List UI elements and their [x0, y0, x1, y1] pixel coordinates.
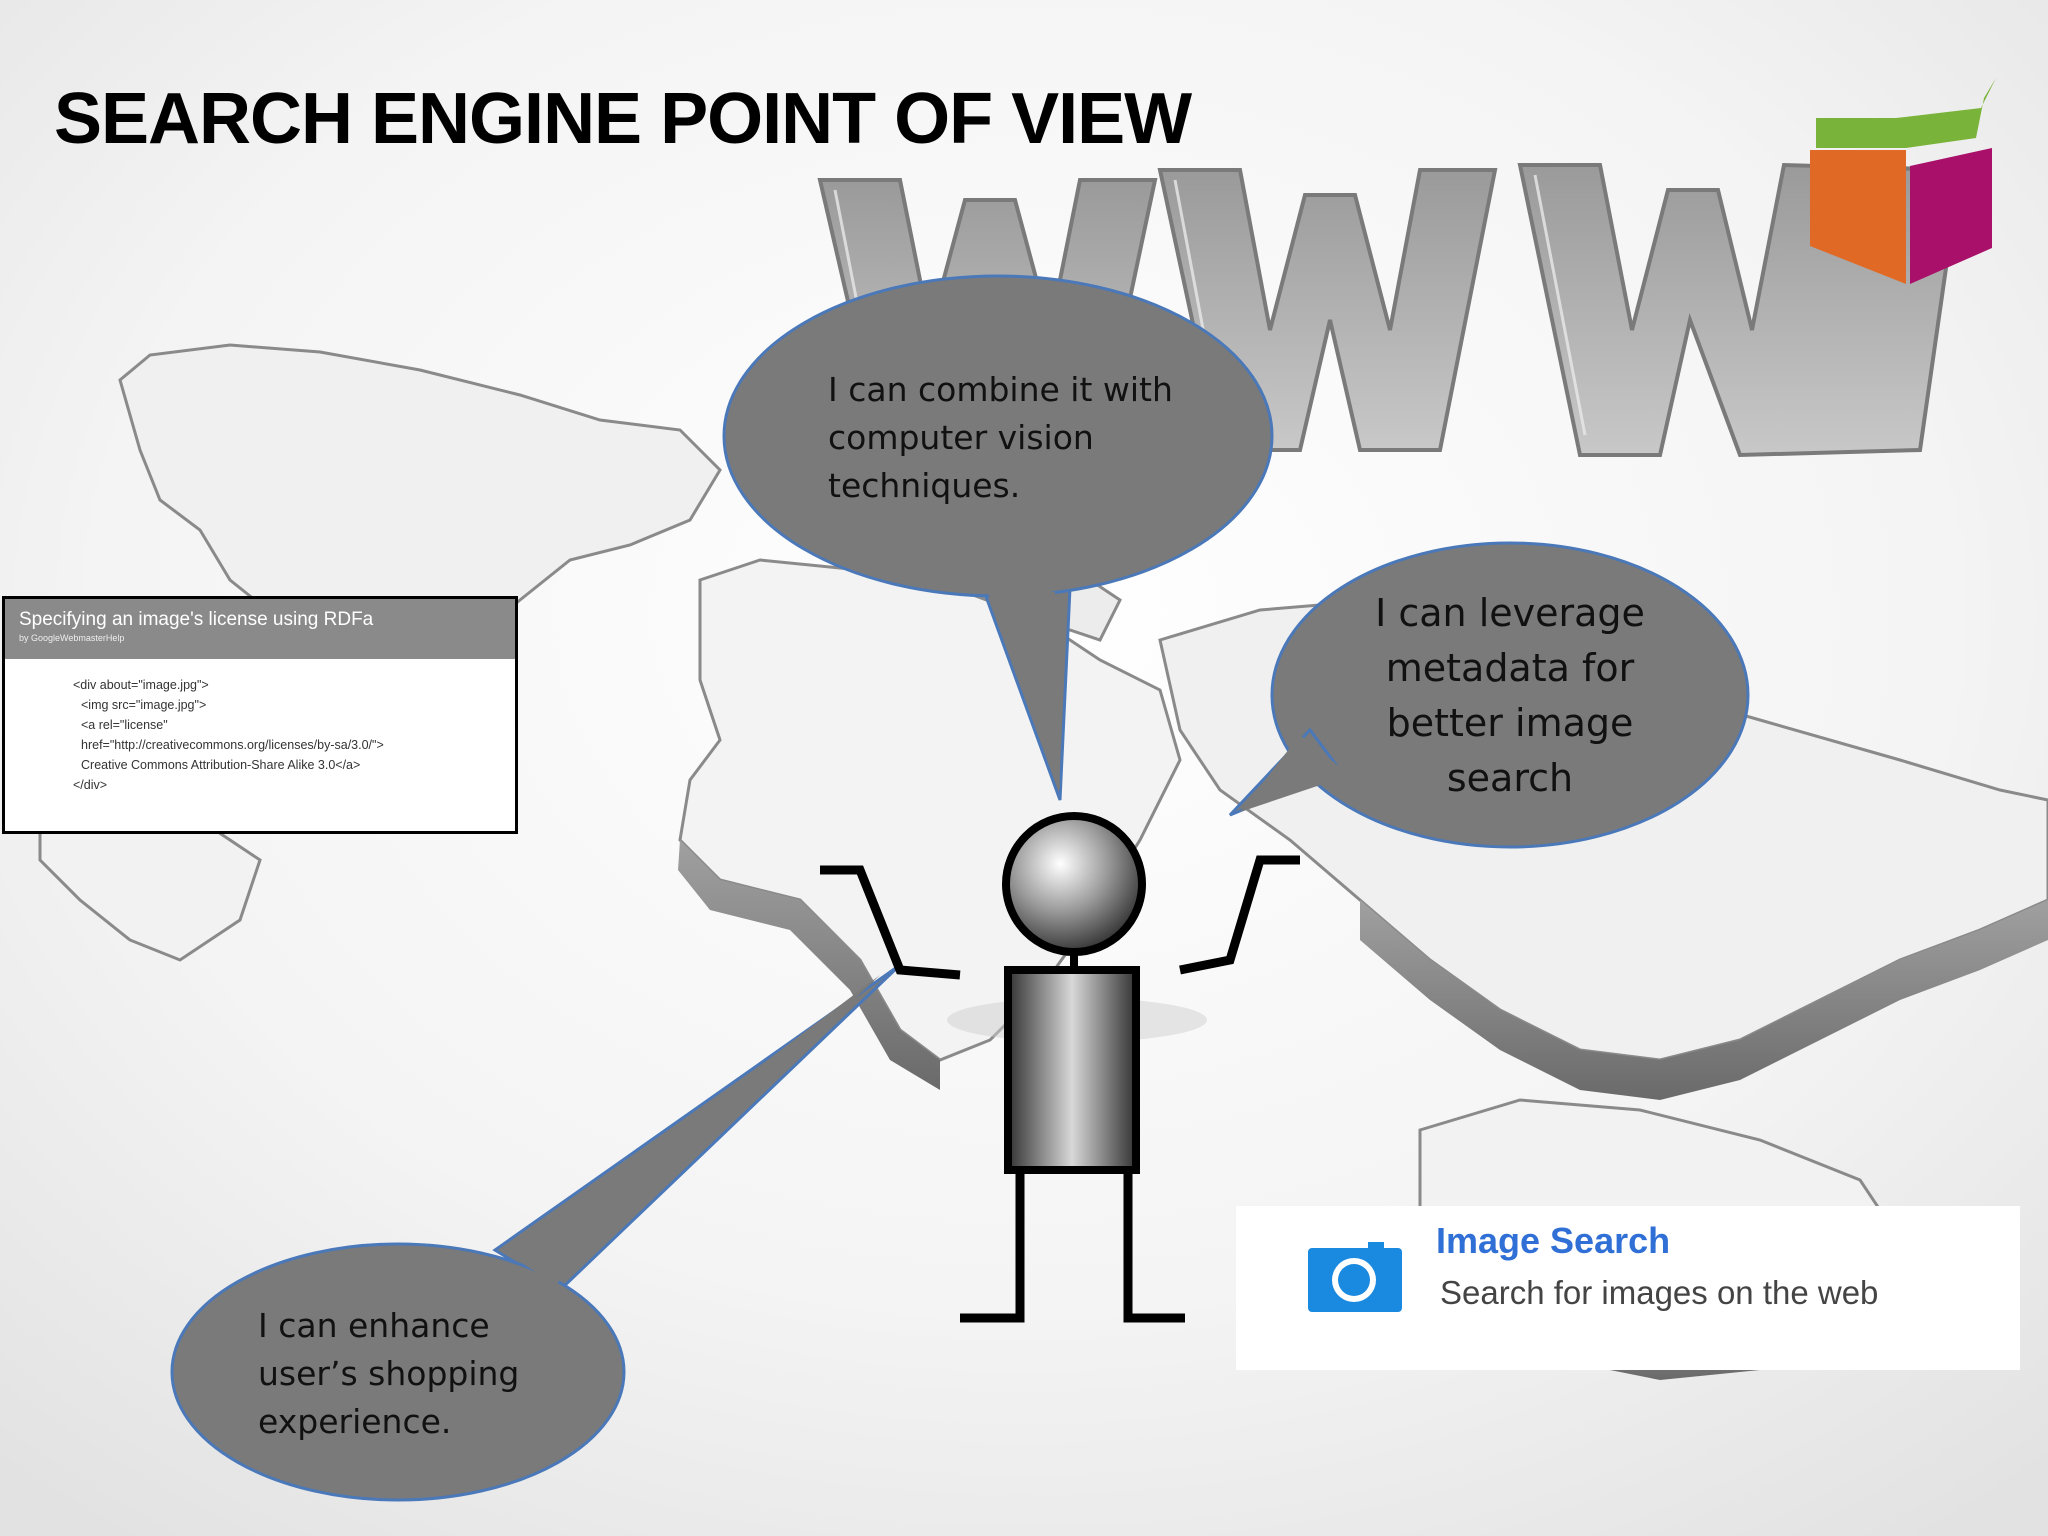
bubble-metadata-line-3: better image [1386, 701, 1634, 745]
rdfa-code-snippet: Specifying an image's license using RDFa… [2, 596, 518, 834]
bubble-metadata-line-4: search [1446, 756, 1574, 800]
code-line: <div about="image.jpg"> [73, 678, 209, 692]
bubble-shopping-line-2: user’s shopping [258, 1354, 520, 1393]
image-search-title[interactable]: Image Search [1436, 1220, 1671, 1261]
bubble-vision-line-3: techniques. [828, 466, 1021, 505]
bubble-metadata-line-1: I can leverage [1375, 591, 1645, 635]
bubble-metadata-shape [1228, 541, 1750, 849]
code-snippet-title: Specifying an image's license using RDFa [19, 609, 374, 630]
stick-figure [820, 812, 1300, 1323]
image-search-subtitle: Search for images on the web [1440, 1274, 1879, 1311]
code-snippet-byline: by GoogleWebmasterHelp [19, 633, 125, 643]
bubble-vision: I can combine it with computer vision te… [828, 366, 1173, 510]
code-line: href="http://creativecommons.org/license… [81, 738, 384, 752]
code-line: <a rel="license" [81, 718, 168, 732]
code-line: <img src="image.jpg"> [81, 698, 207, 712]
bubble-metadata: I can leverage metadata for better image… [1260, 586, 1760, 806]
bubble-shopping-line-1: I can enhance [258, 1306, 490, 1345]
code-line: </div> [73, 778, 108, 792]
bubble-vision-shape [722, 274, 1274, 801]
cube-logo [1810, 78, 1996, 284]
bubble-shopping: I can enhance user’s shopping experience… [258, 1302, 519, 1446]
bubble-shopping-shape [170, 963, 902, 1502]
camera-icon [1308, 1242, 1402, 1312]
code-snippet-header: Specifying an image's license using RDFa… [5, 599, 515, 659]
bubble-metadata-line-2: metadata for [1385, 646, 1635, 690]
code-snippet-body: <div about="image.jpg"> <img src="image.… [5, 659, 515, 795]
slide-title: SEARCH ENGINE POINT OF VIEW [54, 79, 1192, 159]
bubble-shopping-line-3: experience. [258, 1402, 452, 1441]
bubble-vision-line-1: I can combine it with [828, 370, 1173, 409]
image-search-card[interactable]: Image Search Search for images on the we… [1236, 1206, 2020, 1370]
code-line: Creative Commons Attribution-Share Alike… [81, 758, 361, 772]
bubble-vision-line-2: computer vision [828, 418, 1094, 457]
